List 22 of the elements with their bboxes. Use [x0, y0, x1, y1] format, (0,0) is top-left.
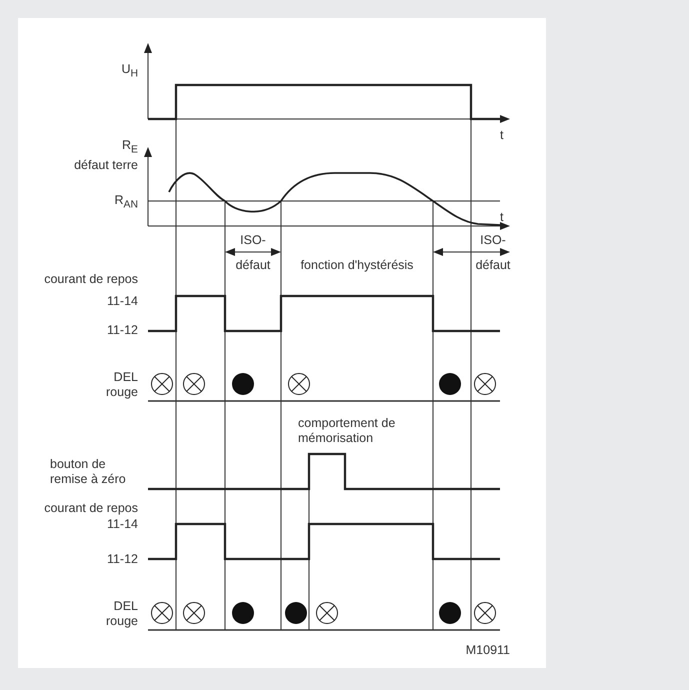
axis-label: R$_{E}$ [121, 138, 138, 158]
axis-label: t [500, 128, 504, 143]
level-label: 11-12 [106, 323, 138, 338]
signal-label: courant de repos [43, 501, 138, 516]
note-text: comportement de mémorisation [298, 416, 396, 446]
level-label: 11-12 [106, 552, 138, 567]
level-label: 11-14 [106, 294, 138, 309]
drawing-number: M10911 [464, 643, 510, 658]
level-label: 11-14 [106, 517, 138, 532]
level-label: R$_{AN}$ [114, 193, 138, 212]
interval-label: ISO- [239, 233, 267, 248]
level-label: défaut terre [73, 158, 138, 173]
interval-label: fonction d'hystérésis [300, 258, 414, 273]
interval-label: ISO- [479, 233, 507, 248]
axis-label: U$_{H}$ [120, 62, 138, 82]
signal-label: courant de repos [43, 272, 138, 287]
axis-label: t [500, 210, 504, 225]
signal-label: DEL rouge [105, 370, 138, 400]
signal-label: bouton de remise à zéro [50, 457, 127, 487]
signal-label: DEL rouge [105, 599, 138, 629]
interval-label: défaut [234, 258, 272, 273]
interval-label: défaut [474, 258, 512, 273]
